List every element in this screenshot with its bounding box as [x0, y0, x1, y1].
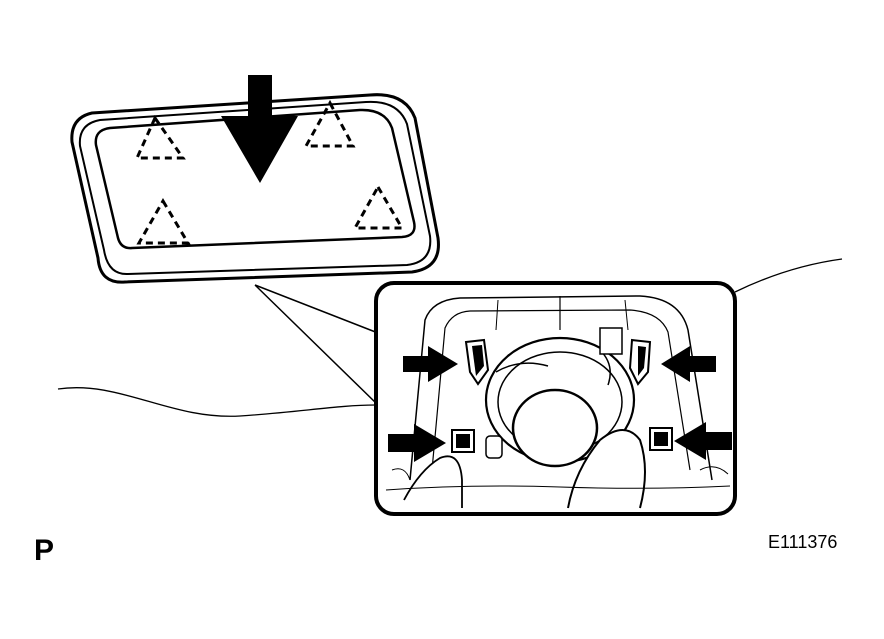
clip-marker-icon [303, 99, 356, 148]
body-contour-right [734, 258, 843, 293]
body-contour-left [57, 387, 376, 417]
clip-marker-icon [136, 198, 191, 245]
view-label: P [34, 534, 55, 567]
release-arrow-icon [388, 424, 446, 462]
leader-line [254, 284, 379, 406]
push-down-arrow-icon [221, 75, 298, 183]
detail-inset [374, 281, 737, 516]
clip-marker-icon [134, 114, 186, 160]
release-arrow-icon [403, 346, 458, 382]
release-arrow-icon [661, 346, 716, 382]
figure-code: E111376 [768, 532, 838, 552]
release-arrow-icon [674, 422, 732, 460]
cover-panel [70, 93, 440, 284]
